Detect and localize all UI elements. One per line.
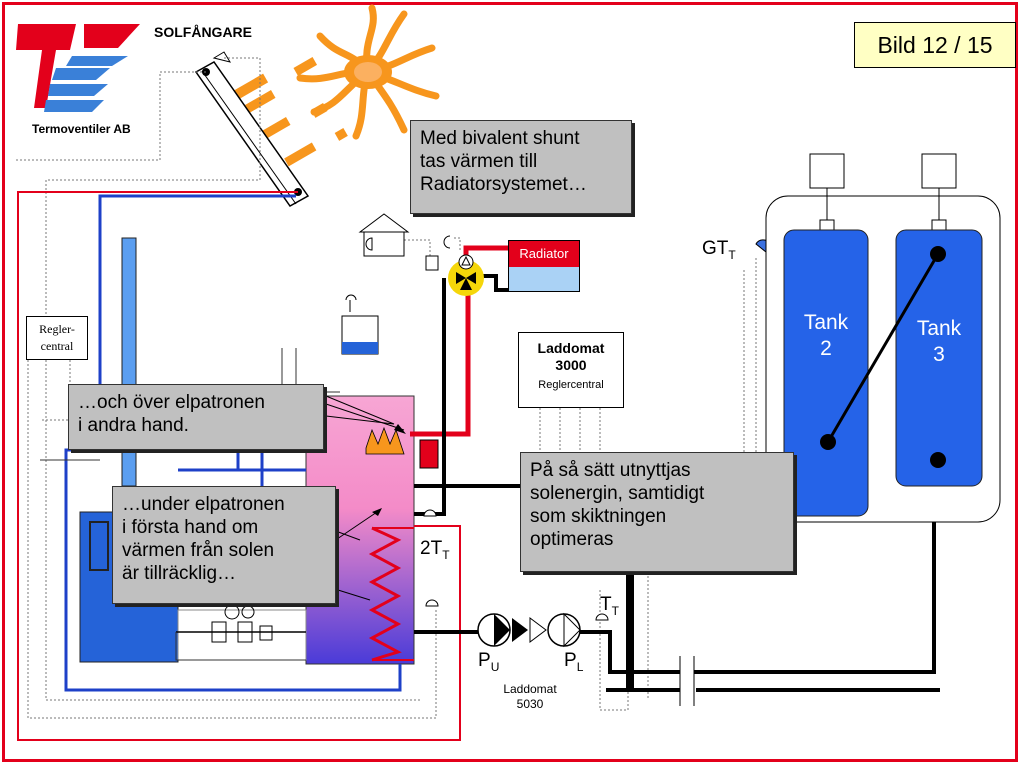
sun-rays <box>231 57 348 167</box>
callout-summary-line4: optimeras <box>530 529 614 550</box>
laddomat-5030-line1: Laddomat <box>503 682 557 696</box>
tank-connection <box>826 253 940 443</box>
pipe-break <box>680 656 694 706</box>
pl-label: PL <box>564 650 583 674</box>
company-name: Termoventiler AB <box>32 122 131 136</box>
pl-sub: L <box>576 659 584 674</box>
slide-title: SOLFÅNGARE <box>154 24 252 40</box>
gt-main: GT <box>702 238 729 259</box>
heating-coil-icon <box>368 526 402 662</box>
tank2-line2: 2 <box>820 337 832 360</box>
pu-sub: U <box>490 659 500 674</box>
radiator-label: Radiator <box>509 241 579 267</box>
tank-gauges <box>809 153 957 231</box>
leader-arrow-under <box>372 508 382 516</box>
tt-sensor-label: TT <box>600 594 619 618</box>
callout-under-line3: värmen från solen <box>122 540 275 561</box>
house-thermostat-icon <box>358 213 451 271</box>
logo-tv-icon <box>16 24 140 112</box>
tank2-line1: Tank <box>803 311 849 334</box>
burner-flame-icon <box>365 426 405 455</box>
pu-main: P <box>478 650 491 671</box>
t2-sub: T <box>442 547 450 562</box>
tank3-line2: 3 <box>933 343 945 366</box>
callout-bivalent: Med bivalent shunt tas värmen till Radia… <box>410 120 632 214</box>
callout-over-line2: i andra hand. <box>78 415 189 436</box>
regler-central-line1: Regler- <box>39 322 75 336</box>
tank2-label: Tank 2 <box>784 310 868 362</box>
callout-under-line4: är tillräcklig… <box>122 563 237 584</box>
tt-sub: T <box>611 603 619 618</box>
expansion-tank-icon <box>341 294 379 355</box>
laddomat-5030-label: Laddomat 5030 <box>490 682 570 712</box>
tt-main: T <box>600 594 612 615</box>
tank3-label: Tank 3 <box>896 316 982 368</box>
pump-icon <box>477 612 581 648</box>
regler-central-box: Regler- central <box>26 316 88 360</box>
laddomat-3000-line1: Laddomat <box>537 340 605 356</box>
callout-bivalent-line1: Med bivalent shunt <box>420 128 580 149</box>
laddomat-3000-line2: 3000 <box>555 357 587 373</box>
callout-summary-line1: På så sätt utnyttjas <box>530 460 691 481</box>
electric-heater <box>419 439 439 469</box>
callout-over-line1: …och över elpatronen <box>78 392 265 413</box>
slide-number: Bild 12 / 15 <box>854 22 1016 68</box>
callout-summary: På så sätt utnyttjas solenergin, samtidi… <box>520 452 794 572</box>
sun-icon <box>296 4 440 140</box>
tank3-port-bottom <box>930 452 946 468</box>
callout-summary-line3: som skiktningen <box>530 506 667 527</box>
t2-main: 2T <box>420 538 443 559</box>
tank2-port <box>820 434 836 450</box>
laddomat-3000-box: Laddomat 3000 Reglercentral <box>518 332 624 408</box>
laddomat-3000-sub: Reglercentral <box>538 379 604 391</box>
callout-under: …under elpatronen i första hand om värme… <box>112 486 336 604</box>
tank-2 <box>783 229 869 517</box>
callout-bivalent-line3: Radiatorsystemet… <box>420 174 587 195</box>
radiator-box: Radiator <box>508 240 580 292</box>
tank-3 <box>895 229 983 487</box>
sensor-marks <box>423 509 609 621</box>
callout-over: …och över elpatronen i andra hand. <box>68 384 324 450</box>
regler-central-line2: central <box>40 339 74 353</box>
shunt-valve-icon <box>448 254 484 296</box>
gt-sensor-label: GTT <box>702 238 736 262</box>
gt-sub: T <box>728 247 736 262</box>
t2-sensor-label: 2TT <box>420 538 450 562</box>
tank3-line1: Tank <box>916 317 962 340</box>
tank3-port-top <box>930 246 946 262</box>
callout-summary-line2: solenergin, samtidigt <box>530 483 705 504</box>
pu-label: PU <box>478 650 499 674</box>
pl-main: P <box>564 650 577 671</box>
solar-collector-icon <box>194 51 310 207</box>
callout-under-line2: i första hand om <box>122 517 259 538</box>
laddomat-5030-line2: 5030 <box>516 697 544 711</box>
callout-under-line1: …under elpatronen <box>122 494 285 515</box>
leader-arrow-over <box>394 424 406 434</box>
solar-loop-red <box>17 191 461 741</box>
callout-bivalent-line2: tas värmen till <box>420 151 538 172</box>
